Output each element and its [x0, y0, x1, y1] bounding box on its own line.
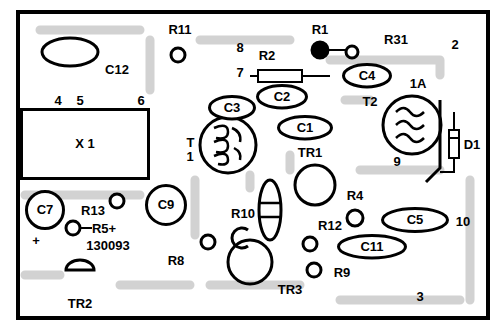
board-outline [18, 12, 488, 318]
diode-symbol [449, 130, 459, 158]
callout-label: R5+ [92, 222, 116, 236]
resistor-lead [250, 75, 330, 77]
capacitor-outline [258, 86, 307, 108]
callout-label: R1 [312, 23, 329, 37]
capacitor-body: C11 [337, 234, 407, 259]
callout-label: TR1 [298, 146, 323, 160]
callout-label: R10 [231, 207, 255, 221]
coil-winding [214, 126, 240, 165]
callout-label: TR3 [278, 283, 303, 297]
transistor-outline [295, 165, 335, 205]
coil-symbol [383, 96, 441, 154]
solder-pad [346, 46, 358, 58]
capacitor-outline [383, 209, 448, 232]
capacitor-body: C7 [25, 190, 65, 230]
capacitor-outline [339, 236, 406, 258]
callout-label: T1 [186, 136, 193, 165]
part-name: C2 [274, 90, 291, 104]
capacitor-outline [279, 117, 332, 139]
solder-pad [312, 42, 328, 58]
copper-traces [25, 30, 470, 300]
diode-band [449, 137, 459, 139]
coil-symbol [200, 117, 256, 173]
capacitor-outline [27, 192, 64, 229]
capacitor-plate [260, 203, 280, 217]
solder-pad [307, 263, 321, 277]
solder-pad [171, 48, 185, 62]
solder-pad [303, 237, 317, 251]
capacitor-body: C1 [277, 115, 333, 140]
callout-label: T2 [362, 95, 377, 109]
callout-label: 3 [416, 290, 423, 304]
capacitor-symbol [259, 180, 281, 240]
components [42, 38, 459, 284]
part-name: C9 [158, 198, 175, 212]
part-name: C4 [359, 69, 376, 83]
crystal-body: X 1 [20, 108, 150, 180]
callout-label: 5 [76, 94, 83, 108]
capacitor-outline [147, 186, 186, 225]
part-name: C7 [37, 203, 54, 217]
capacitor-body: C5 [381, 207, 449, 233]
part-name: C5 [407, 213, 424, 227]
callout-label: R9 [334, 266, 351, 280]
callout-label: TR2 [68, 297, 93, 311]
callout-label: 9 [393, 155, 400, 169]
part-name: X 1 [75, 137, 95, 151]
coil-winding [396, 108, 424, 142]
part-name: C1 [297, 121, 314, 135]
callout-label: D1 [464, 138, 481, 152]
callout-label: R13 [81, 204, 105, 218]
solder-pad [347, 210, 363, 226]
capacitor-symbol [42, 38, 98, 66]
callout-label: R4 [347, 189, 364, 203]
diode-lead [440, 112, 454, 172]
solder-pad [66, 221, 80, 235]
callout-label: 4 [54, 94, 61, 108]
solder-pad [110, 194, 124, 208]
callout-label: 10 [456, 215, 470, 229]
wire-link [327, 49, 346, 51]
callout-label: 130093 [86, 239, 129, 253]
callout-label: 2 [451, 38, 458, 52]
callout-label: 8 [236, 41, 243, 55]
capacitor-outline [210, 97, 255, 119]
callout-label: R12 [318, 219, 342, 233]
callout-label: R11 [168, 23, 191, 37]
capacitor-body: C9 [145, 184, 187, 226]
resistor-symbol [232, 228, 248, 248]
part-name: C3 [224, 101, 241, 115]
callout-label: 1A [410, 77, 427, 91]
callout-label: R31 [384, 33, 408, 47]
capacitor-body: C4 [342, 63, 392, 88]
diode-bracket [426, 100, 440, 182]
capacitor-outline [344, 65, 391, 87]
capacitor-body: C2 [256, 84, 308, 109]
part-name: C11 [360, 240, 383, 254]
callout-label: 6 [137, 94, 144, 108]
crystal-outline [22, 110, 149, 179]
solder-pad [201, 235, 215, 249]
solder-pads [66, 42, 363, 277]
resistor-symbol [258, 70, 302, 82]
callout-label: + [32, 234, 40, 248]
callout-label: R2 [259, 49, 276, 63]
callout-label: C12 [105, 63, 129, 77]
capacitor-body: C3 [208, 95, 256, 120]
callout-label: 7 [236, 66, 243, 80]
transistor-outline [66, 260, 94, 270]
callout-label: R8 [168, 254, 185, 268]
